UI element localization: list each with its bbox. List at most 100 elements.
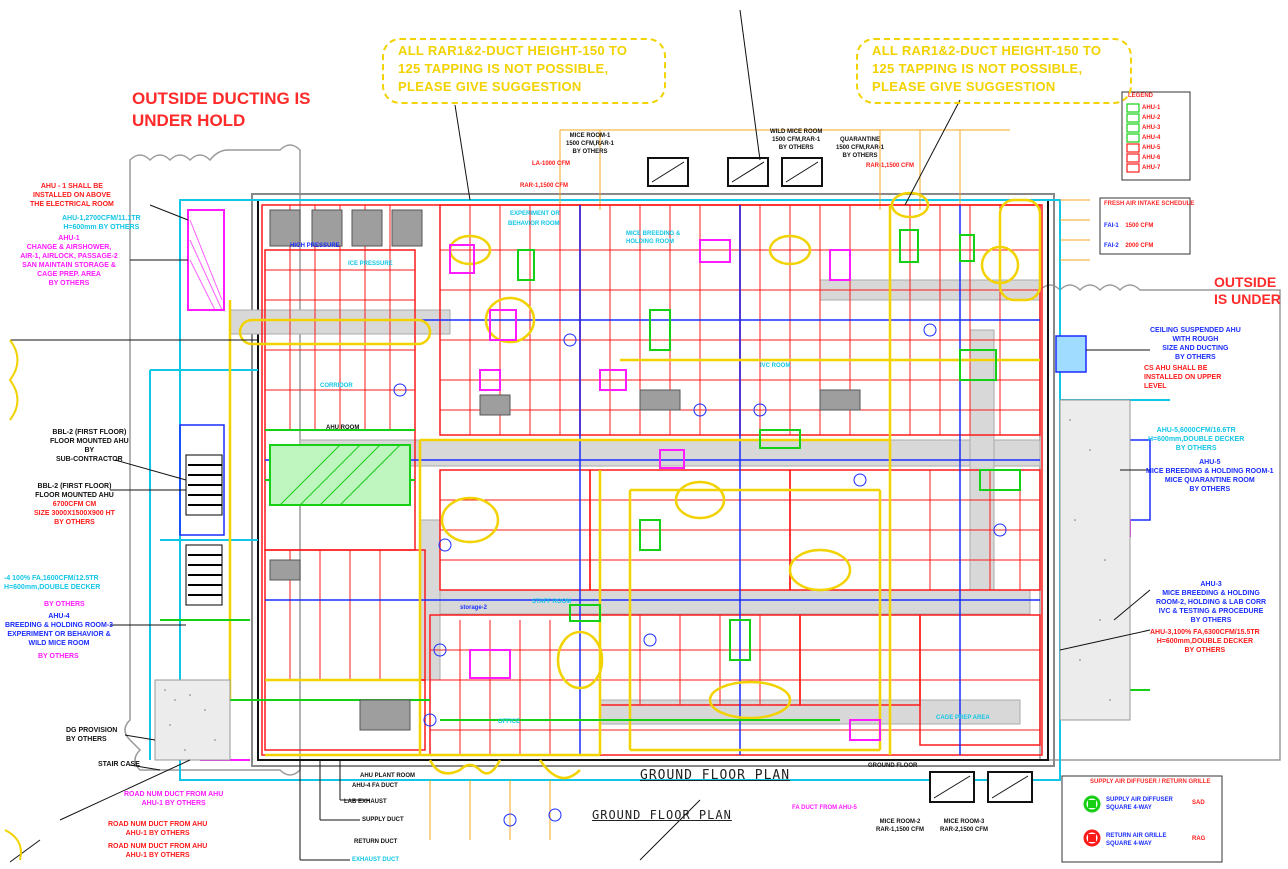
bottom-red-l3: ROAD NUM DUCT FROM AHU — [108, 843, 208, 850]
bbl2-black-label: BBL-2 (FIRST FLOOR) FLOOR MOUNTED AHU BY… — [50, 428, 129, 464]
ahu1-red-l3: THE ELECTRICAL ROOM — [30, 201, 114, 208]
ahu3-red-l2: H=600mm,DOUBLE DECKER — [1156, 638, 1253, 645]
mice-l2: 1500 CFM,RAR-1 — [566, 141, 615, 147]
bottom-label-6: RETURN DUCT — [354, 839, 398, 845]
cs-l1: CS AHU SHALL BE — [1144, 365, 1208, 372]
bottom-label-8: FA DUCT FROM AHU-5 — [792, 805, 857, 811]
legend-top-row: AHU-7 — [1142, 165, 1161, 171]
legend-top-row: AHU-6 — [1142, 155, 1161, 161]
rar-note-right-line1: ALL RAR1&2-DUCT HEIGHT-150 TO — [872, 43, 1102, 58]
plan-title-main: GROUND FLOOR PLAN — [640, 768, 791, 783]
bottom-label-5: SUPPLY DUCT — [362, 817, 404, 823]
duct-band-3 — [429, 589, 1031, 615]
legend-mid-body: FAI-1 1500 CFM FAI-2 2000 CFM — [1104, 216, 1153, 256]
ahu4-magenta-label: BY OTHERS — [44, 601, 85, 608]
room-label-10: IVC ROOM — [760, 363, 791, 369]
bottom-label-10-line1: MICE ROOM-3 — [943, 819, 985, 825]
ahu5-cyan-l3: BY OTHERS — [1175, 445, 1217, 452]
legend-top-row: AHU-1 — [1142, 105, 1161, 111]
legend-bottom-row-1: SUPPLY AIR DIFFUSER SQUARE 4-WAY — [1106, 796, 1173, 812]
bbl2-black-l4: SUB-CONTRACTOR — [55, 456, 123, 463]
ahu3-red-l1: AHU-3,100% FA,6300CFM/15.5TR — [1150, 629, 1260, 636]
bottom-red-label-1: ROAD NUM DUCT FROM AHU AHU-1 BY OTHERS — [108, 820, 207, 838]
ahu5-blue-label: AHU-5 MICE BREEDING & HOLDING ROOM-1 MIC… — [1146, 458, 1274, 494]
ahu1-red-label: AHU - 1 SHALL BE INSTALLED ON ABOVE THE … — [30, 182, 114, 209]
bottom-label-10: MICE ROOM-3 RAR-2,1500 CFM — [940, 818, 988, 834]
rar-note-right-line3: PLEASE GIVE SUGGESTION — [872, 79, 1056, 94]
ahu1-mag-l6: BY OTHERS — [48, 280, 90, 287]
bbl2-red-label: BBL-2 (FIRST FLOOR) FLOOR MOUNTED AHU 67… — [34, 482, 115, 527]
plan-title-secondary: GROUND FLOOR PLAN — [592, 808, 732, 822]
bottom-label-4: GROUND FLOOR — [868, 763, 918, 769]
duct-band-2 — [299, 439, 1041, 467]
rar-note-left: ALL RAR1&2-DUCT HEIGHT-150 TO 125 TAPPIN… — [398, 42, 627, 96]
bottom-label-1: AHU PLANT ROOM — [360, 773, 415, 779]
ahu4-cyan-label: -4 100% FA,1600CFM/12.5TR H=600mm,DOUBLE… — [4, 574, 100, 592]
rar-note-left-line3: PLEASE GIVE SUGGESTION — [398, 79, 582, 94]
ahu1-red-l1: AHU - 1 SHALL BE — [40, 183, 103, 190]
ahu3-red-label: AHU-3,100% FA,6300CFM/15.5TR H=600mm,DOU… — [1150, 628, 1260, 655]
wild-l2: 1500 CFM,RAR-1 — [772, 137, 821, 143]
room-label-11: OFFICE — [498, 719, 520, 725]
legend-mid-row-1: FAI-1 1500 CFM — [1104, 216, 1153, 236]
legend-bottom-row2-label: RETURN AIR GRILLE — [1106, 833, 1167, 839]
bbl2-black-l2: FLOOR MOUNTED AHU — [50, 438, 129, 445]
ceil-l3: SIZE AND DUCTING — [1162, 345, 1229, 352]
bbl2-red-l2: FLOOR MOUNTED AHU — [35, 492, 114, 499]
ceiling-ahu-block — [1055, 335, 1087, 373]
ahu5-blue-l3: MICE QUARANTINE ROOM — [1164, 477, 1255, 484]
ahu3-l5: BY OTHERS — [1190, 617, 1232, 624]
wild-mice-label: WILD MICE ROOM 1500 CFM,RAR-1 BY OTHERS — [770, 128, 822, 152]
dg-l1: DG PROVISION — [66, 727, 118, 734]
rar-note-left-line1: ALL RAR1&2-DUCT HEIGHT-150 TO — [398, 43, 628, 58]
room-label-4: BEHAVIOR ROOM — [508, 221, 560, 227]
ahu3-l1: AHU-3 — [1200, 581, 1222, 588]
outside-hold-note-left: OUTSIDE DUCTING IS UNDER HOLD — [132, 88, 311, 132]
bottom-mag-l2: AHU-1 BY OTHERS — [141, 800, 206, 807]
ceil-l4: BY OTHERS — [1175, 354, 1216, 361]
mice-l1: MICE ROOM-1 — [569, 133, 611, 139]
legend-bottom-row2-tag: RAG — [1192, 836, 1206, 842]
rar-note-left-cloud — [382, 38, 666, 104]
legend-bottom-title: SUPPLY AIR DIFFUSER / RETURN GRILLE — [1090, 779, 1211, 785]
ahu3-l3: ROOM-2, HOLDING & LAB CORR — [1156, 599, 1267, 606]
room-c-label: RAR-1,1500 CFM — [866, 163, 915, 169]
ahu1-cyan-l2: H=600mm BY OTHERS — [63, 224, 140, 231]
cs-ahu-label: CS AHU SHALL BE INSTALLED ON UPPER LEVEL — [1144, 364, 1221, 391]
ahu1-red-l2: INSTALLED ON ABOVE — [33, 192, 111, 199]
bottom-red-l2: AHU-1 BY OTHERS — [125, 830, 190, 837]
legend-mid-row1-label: FAI-1 — [1104, 223, 1119, 229]
wild-l3: BY OTHERS — [778, 145, 814, 151]
legend-mid-row1-value: 1500 CFM — [1125, 223, 1154, 229]
bottom-label-9-line1: MICE ROOM-2 — [879, 819, 921, 825]
bbl2-red-l4: SIZE 3000X1500X900 HT — [34, 510, 115, 517]
ahu1-mag-l2: CHANGE & AIRSHOWER, — [26, 244, 112, 251]
outside-hold-right-line1: OUTSIDE — [1214, 274, 1277, 290]
legend-mid-row2-value: 2000 CFM — [1125, 243, 1154, 249]
bottom-label-9: MICE ROOM-2 RAR-1,1500 CFM — [876, 818, 924, 834]
room-label-3: EXPERIMENT OR — [510, 211, 560, 217]
rar-note-right-cloud — [856, 38, 1132, 104]
legend-top-row: AHU-3 — [1142, 125, 1161, 131]
ceil-l1: CEILING SUSPENDED AHU — [1150, 327, 1241, 334]
room-label-7: CAGE PREP AREA — [936, 715, 990, 721]
rar-note-left-line2: 125 TAPPING IS NOT POSSIBLE, — [398, 61, 609, 76]
ahu4-cyan-l1: -4 100% FA,1600CFM/12.5TR — [4, 575, 99, 582]
ahu3-l4: IVC & TESTING & PROCEDURE — [1158, 608, 1264, 615]
dg-l2: BY OTHERS — [66, 736, 107, 743]
revision-cloud-left — [124, 144, 301, 776]
room-label-8: STAFF ROOM — [532, 599, 572, 605]
bbl2-red-l5: BY OTHERS — [54, 519, 95, 526]
bbl2-black-l1: BBL-2 (FIRST FLOOR) — [52, 429, 127, 436]
legend-mid-title: FRESH AIR INTAKE SCHEDULE — [1104, 201, 1195, 207]
room-label-13: AHU ROOM — [326, 425, 360, 431]
ceil-l2: WITH ROUGH — [1172, 336, 1219, 343]
room-label-9: CORRIDOR — [320, 383, 353, 389]
room-label-2: ICE PRESSURE — [348, 261, 393, 267]
ahu4-blue-l1: AHU-4 — [48, 613, 70, 620]
legend-bottom-row-2: RETURN AIR GRILLE SQUARE 4-WAY — [1106, 832, 1166, 848]
outside-hold-right-line2: IS UNDER — [1214, 291, 1281, 307]
ahu4-cyan-l2: H=600mm,DOUBLE DECKER — [4, 584, 101, 591]
legend-bottom-row1-label: SUPPLY AIR DIFFUSER — [1106, 797, 1173, 803]
